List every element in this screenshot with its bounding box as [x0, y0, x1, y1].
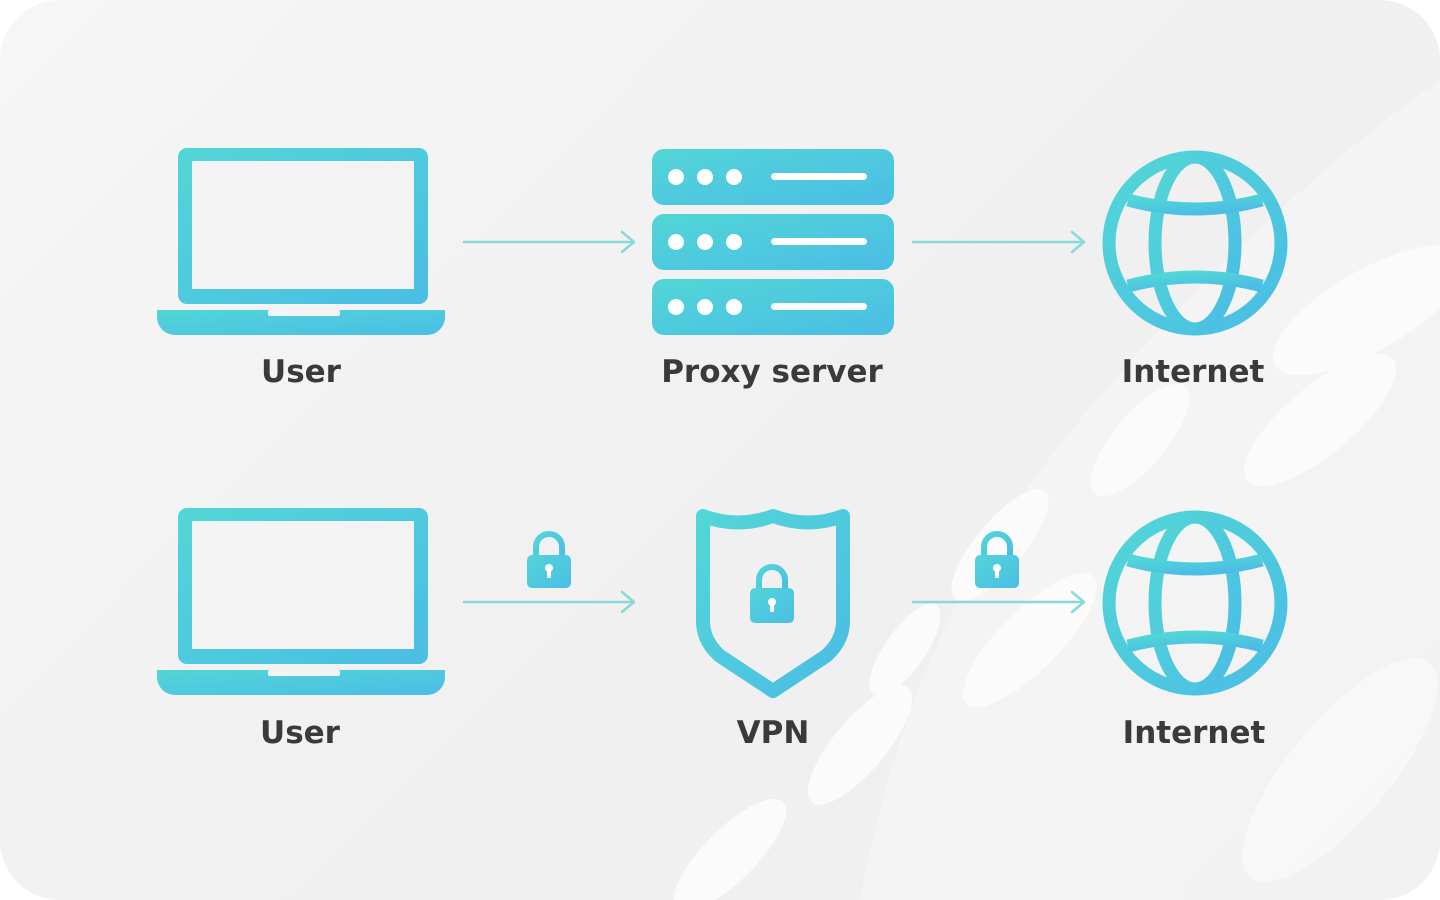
laptop-icon [157, 148, 445, 335]
node-label-internet: Internet [1122, 715, 1266, 751]
edge-user-proxy [463, 230, 636, 254]
edge-vpn-internet [912, 590, 1086, 614]
node-label-internet: Internet [1121, 354, 1265, 390]
node-label-user: User [260, 715, 340, 751]
server-stack-icon [652, 149, 894, 335]
node-label-proxy-server: Proxy server [661, 354, 883, 390]
lock-icon [975, 531, 1019, 588]
edge-proxy-internet [912, 230, 1086, 254]
edge-user-vpn [463, 590, 636, 614]
node-label-vpn: VPN [736, 715, 810, 751]
node-label-user: User [261, 354, 341, 390]
lock-icon [527, 531, 571, 588]
globe-icon [1102, 510, 1288, 696]
shield-lock-icon [696, 509, 850, 698]
laptop-icon [157, 508, 445, 695]
globe-icon [1102, 150, 1288, 336]
